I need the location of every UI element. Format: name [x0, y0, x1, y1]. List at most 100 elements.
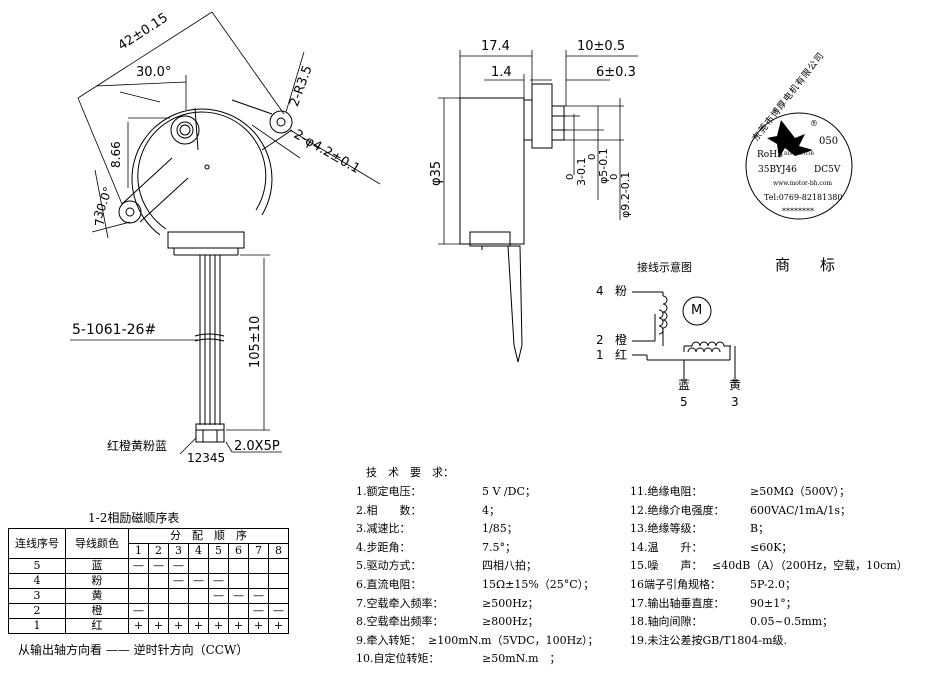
row-cell: [128, 588, 149, 604]
dim-866: 8.66: [109, 141, 123, 168]
step-header: 7: [248, 543, 269, 559]
row-cell: +: [248, 618, 269, 634]
spec-item: 11.绝缘电阻：≥50MΩ（500V）；: [630, 483, 926, 502]
row-cell: +: [188, 618, 209, 634]
row-cell: [128, 573, 149, 589]
row-cell: [208, 603, 229, 619]
row-seq: 4: [8, 573, 66, 589]
row-cell: —: [268, 603, 289, 619]
row-cell: [268, 558, 289, 574]
spec-label: 11.绝缘电阻：: [630, 485, 703, 498]
step-header: 4: [188, 543, 209, 559]
wire-num-2: 2: [596, 333, 604, 347]
spec-label: 10.自定位转矩：: [356, 652, 440, 666]
spec-label: 1.额定电压：: [356, 485, 422, 498]
row-cell: [168, 588, 189, 604]
specs-right-list: 11.绝缘电阻：≥50MΩ（500V）； 12.绝缘介电强度：600VAC/1m…: [630, 483, 926, 650]
spec-item: 4.步距角： 7.5°；: [356, 539, 626, 558]
row-color: 红: [65, 618, 129, 634]
spec-item: 18.轴向间隙：0.05~0.5mm；: [630, 613, 926, 632]
spec-value: 四相八拍；: [482, 559, 537, 573]
spec-label: 12.绝缘介电强度：: [630, 503, 725, 517]
wire-color-2: 橙: [615, 333, 628, 347]
wire-num-1: 1: [596, 348, 604, 362]
spec-item: 10.自定位转矩：≥50mN.m ；: [356, 650, 626, 669]
row-cell: +: [268, 618, 289, 634]
row-cell: —: [168, 573, 189, 589]
table-row: 2 橙 — — —: [8, 603, 289, 619]
spec-item: 5.驱动方式：四相八拍；: [356, 557, 626, 576]
logo-brand: BH MOTOR: [784, 151, 815, 157]
spec-item: 2.相 数： 4；: [356, 502, 626, 521]
dim-1-4: 1.4: [491, 65, 512, 80]
spec-value: 5 V /DC；: [482, 485, 536, 498]
sequence-table-title: 1-2相励磁顺序表: [88, 511, 180, 525]
spec-label: 9.牵入转矩：: [356, 633, 422, 647]
logo-rohs: RoHS: [757, 150, 784, 160]
row-color: 蓝: [65, 558, 129, 574]
row-cell: +: [128, 618, 149, 634]
step-header: 8: [268, 543, 289, 559]
spec-value: ≥800Hz；: [482, 615, 539, 629]
wire-spec: 5-1061-26#: [72, 322, 157, 338]
logo-caption: 商 标: [775, 256, 836, 274]
wire-color-3: 黄: [729, 378, 742, 392]
row-cell: —: [208, 573, 229, 589]
spec-value: 0.05~0.5mm；: [750, 615, 834, 629]
dim-lead-length: 105±10: [248, 315, 263, 368]
pin-numbers: 12345: [187, 451, 226, 465]
spec-label: 16端子引角规格：: [630, 577, 721, 591]
spec-label: 17.输出轴垂直度：: [630, 596, 725, 610]
col-header-seq: 连线序号: [8, 528, 66, 559]
spec-item: 15.噪 声：≤40dB（A）（200Hz，空载，10cm）: [630, 557, 926, 576]
row-cell: —: [248, 603, 269, 619]
row-cell: —: [148, 558, 169, 574]
spec-label: 2.相 数：: [356, 503, 422, 517]
row-color: 粉: [65, 573, 129, 589]
wire-color-5: 蓝: [678, 378, 691, 392]
dim-10: 10±0.5: [577, 39, 626, 54]
motor-label: M: [691, 303, 703, 318]
spec-label: 14.温 升：: [630, 540, 703, 554]
row-cell: +: [168, 618, 189, 634]
spec-value: ≥500Hz；: [482, 596, 539, 610]
spec-label: 3.减速比：: [356, 522, 411, 536]
spec-value: 1/85；: [482, 522, 518, 536]
spec-label: 4.步距角：: [356, 540, 411, 554]
logo-stars: ********: [782, 207, 814, 216]
spec-item: 19.未注公差按GB/T1804-m级.: [630, 632, 926, 651]
row-cell: +: [148, 618, 169, 634]
row-cell: +: [228, 618, 249, 634]
row-cell: —: [188, 573, 209, 589]
dim-6: 6±0.3: [596, 65, 636, 80]
spec-value: B；: [750, 522, 770, 536]
spec-item: 6.直流电阻：15Ω±15%（25°C）；: [356, 576, 626, 595]
logo-url: www.motor-bh.com: [773, 180, 833, 187]
step-header: 6: [228, 543, 249, 559]
spec-value: 7.5°；: [482, 540, 516, 554]
step-header: 2: [148, 543, 169, 559]
row-cell: —: [128, 558, 149, 574]
row-seq: 1: [8, 618, 66, 634]
rotation-direction-note: 从输出轴方向看 —— 逆时针方向（CCW）: [18, 643, 249, 657]
logo-code: 050: [819, 136, 839, 147]
row-seq: 2: [8, 603, 66, 619]
spec-item: 7.空载牵入频率：≥500Hz；: [356, 595, 626, 614]
spec-value: 90±1°；: [750, 596, 797, 610]
spec-item: 8.空载牵出频率：≥800Hz；: [356, 613, 626, 632]
step-header: 3: [168, 543, 189, 559]
spec-value: 15Ω±15%（25°C）；: [482, 577, 595, 591]
spec-item: 12.绝缘介电强度：600VAC/1mA/1s；: [630, 502, 926, 521]
dim-dia35: φ35: [429, 160, 444, 186]
specs-left-list: 1.额定电压： 5 V /DC； 2.相 数： 4； 3.减速比： 1/85； 4.步…: [356, 483, 626, 669]
row-cell: [188, 588, 209, 604]
table-row: 1 红 + + + + + + + +: [8, 618, 289, 634]
spec-value: ≥100mN.m（5VDC，100Hz）；: [428, 633, 599, 647]
spec-value: 4；: [482, 503, 500, 517]
dim-17-4: 17.4: [481, 39, 510, 54]
step-header: 5: [208, 543, 229, 559]
logo-tel: Tel:0769-82181380: [764, 193, 843, 202]
row-cell: [208, 558, 229, 574]
table-row: 5 蓝 — — —: [8, 558, 289, 574]
row-cell: [148, 588, 169, 604]
